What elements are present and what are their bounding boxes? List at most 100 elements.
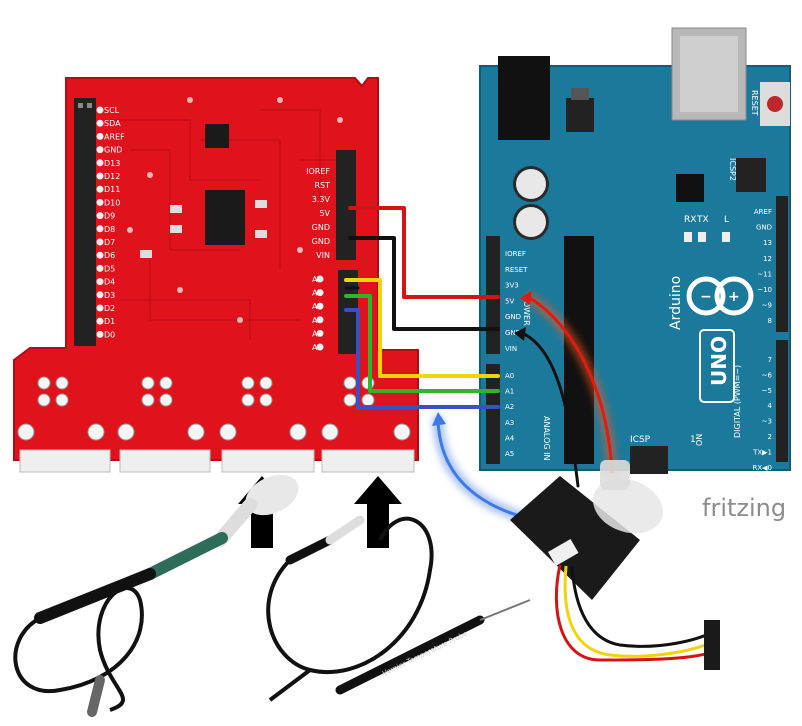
probe-label: Vernier Temperature Probe: [381, 630, 469, 678]
shield-digital-pin-pin: [96, 317, 104, 325]
arduino-digital-pin-label: ~5: [762, 387, 772, 395]
power-section-label: POWER: [522, 296, 531, 326]
shield-digital-pin-label: D2: [104, 304, 115, 313]
arduino-analog-pin-label: A4: [505, 434, 515, 442]
arduino-analog-pin-label: A3: [505, 419, 514, 427]
shield-digital-pin-label: D12: [104, 172, 120, 181]
shield-digital-pin-label: SCL: [104, 106, 120, 115]
shield-connector-1: [19, 449, 111, 473]
shield-digital-pin-pin: [96, 119, 104, 127]
flow-sensor-connector: [704, 620, 720, 670]
arduino-digital-pin-label: 13: [763, 239, 772, 247]
shield-digital-pin-pin: [96, 251, 104, 259]
shield-digital-pin-pin: [96, 172, 104, 180]
shield-power-pin-label: IOREF: [306, 167, 330, 176]
shield-digital-pin-pin: [96, 198, 104, 206]
shield-digital-pin-label: D1: [104, 317, 115, 326]
shield-digital-pin-label: D10: [104, 198, 120, 207]
up-arrow-temp-probe: [354, 476, 402, 548]
arduino-power-pin-label: GND: [505, 329, 521, 337]
shield-digital-pin-label: D4: [104, 278, 115, 287]
shield-analog-pin-pin: [316, 343, 324, 351]
arduino-digital-pin-label: 4: [768, 402, 773, 410]
temperature-probe: Vernier Temperature Probe: [266, 515, 531, 702]
arrow-5v-red: [528, 296, 614, 474]
shield-digital-pin-label: D9: [104, 212, 115, 221]
shield-digital-pin-pin: [96, 212, 104, 220]
shield-analog-pin-label: A1: [312, 289, 323, 298]
shield-digital-pin-pin: [96, 146, 104, 154]
icsp-header: [630, 446, 668, 474]
digital-header-bottom: [776, 340, 788, 462]
svg-text:−: −: [700, 289, 712, 305]
arduino-analog-pin-label: A1: [505, 388, 514, 396]
shield-digital-pin-label: D6: [104, 251, 115, 260]
shield-analog-pin-pin: [316, 275, 324, 283]
svg-text:+: +: [728, 289, 740, 305]
shield-digital-pin-pin: [96, 132, 104, 140]
wire-a0-yellow: [344, 278, 500, 378]
shield-digital-pin-label: D3: [104, 291, 115, 300]
digital-header-top: [776, 196, 788, 332]
icsp2-label: ICSP2: [728, 158, 737, 181]
icsp2-header: [736, 158, 766, 192]
shield-digital-pin-label: AREF: [104, 132, 125, 141]
reset-label: RESET: [750, 90, 759, 116]
bnc-connector: [87, 675, 105, 717]
arduino-power-pin-label: IOREF: [505, 250, 526, 258]
arduino-digital-pin-label: ~3: [762, 418, 772, 426]
shield-digital-pin-pin: [96, 278, 104, 286]
shield-digital-pin-label: D5: [104, 264, 115, 273]
shield-digital-pin-label: GND: [104, 146, 122, 155]
arduino-analog-pin-label: A0: [505, 372, 514, 380]
shield-digital-pin-pin: [96, 291, 104, 299]
shield-digital-pin-pin: [96, 225, 104, 233]
shield-connector-3: [221, 449, 315, 473]
arduino-digital-pin-label: 2: [768, 433, 772, 441]
probe-handle: [335, 615, 485, 695]
flow-sensor: [510, 460, 720, 670]
shield-power-pin-label: 3.3V: [312, 195, 331, 204]
power-jack: [498, 56, 550, 140]
arduino-digital-pin-label: TX▶1: [752, 448, 772, 456]
shield-digital-pin-label: D11: [104, 185, 120, 194]
icsp-pin1-label: 1: [690, 435, 696, 445]
shield-digital-pin-pin: [96, 264, 104, 272]
on-label: ON: [695, 434, 704, 446]
shield-digital-pin-pin: [96, 304, 104, 312]
arduino-wordmark: Arduino: [668, 276, 684, 330]
shield-digital-pin-pin: [96, 185, 104, 193]
shield-power-pin-label: GND: [312, 223, 330, 232]
arduino-digital-pin-label: ~9: [762, 302, 772, 310]
arduino-digital-pin-label: ~11: [757, 270, 772, 278]
shield-power-pin-label: 5V: [319, 209, 330, 218]
shield-digital-pin-label: D8: [104, 225, 115, 234]
arduino-power-pin-label: RESET: [505, 266, 528, 274]
shield-small-chip: [205, 124, 229, 148]
shield-ic-chip: [205, 190, 245, 245]
shield-power-pin-label: VIN: [316, 251, 330, 260]
arduino-power-pin-label: 5V: [505, 297, 514, 305]
arduino-digital-pin-label: ~10: [757, 286, 772, 294]
fritzing-watermark: fritzing: [702, 494, 786, 522]
arduino-digital-pin-label: RX◀0: [753, 464, 773, 472]
arrow-signal-blue: [436, 418, 528, 520]
arduino-power-pin-label: GND: [505, 313, 521, 321]
ph-probe: [13, 474, 299, 717]
arduino-power-pin-label: VIN: [505, 345, 517, 353]
sensor-shield: SCLSDAAREFGNDD13D12D11D10D9D8D7D6D5D4D3D…: [13, 77, 419, 473]
shield-analog-pin-label: A2: [312, 302, 323, 311]
wire-a2-blue: [344, 308, 500, 409]
shield-digital-pin-pin: [96, 330, 104, 338]
tx-label: TX: [696, 215, 709, 225]
arduino-uno-board: RESET ICSP2 RX TX L − + Arduino UNO ICSP…: [479, 27, 791, 474]
shield-analog-pin-label: A5: [312, 343, 323, 352]
shield-analog-pin-label: A4: [312, 329, 323, 338]
shield-power-header: [336, 150, 356, 260]
reset-button[interactable]: [767, 96, 783, 112]
shield-analog-pin-label: A3: [312, 316, 323, 325]
shield-digital-pin-pin: [96, 159, 104, 167]
arduino-analog-header: [486, 364, 500, 464]
l-led-label: L: [724, 215, 729, 225]
